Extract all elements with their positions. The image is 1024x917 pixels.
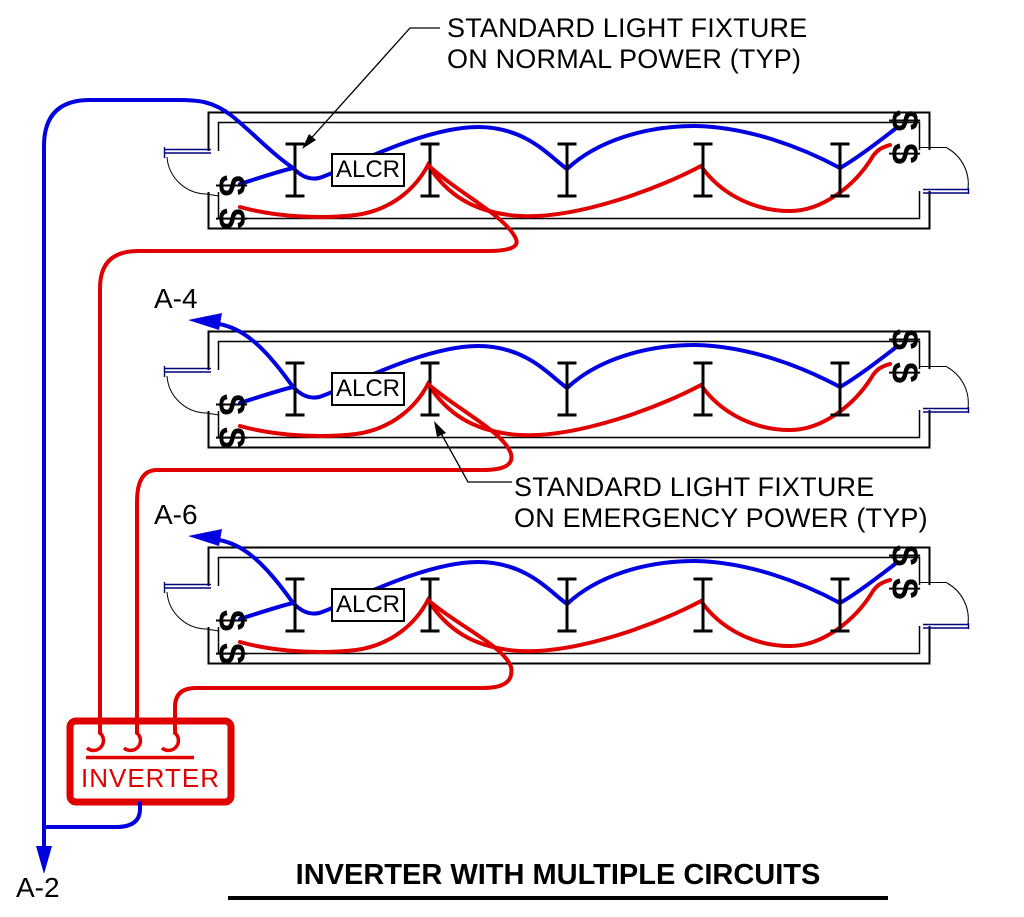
switch-symbol-row2-left: $$ [210,393,252,461]
alcr-relay-row2: ALCR [331,372,405,406]
switch-symbol-row3-left: $$ [210,609,252,677]
circuit-label-a6: A-6 [154,499,198,530]
switch-symbol-row2-right: $$ [883,328,925,396]
fixture-row-2 [162,329,971,450]
a4-arrowhead [188,313,222,330]
circuit-label-a4: A-4 [154,283,198,314]
emergency-power-callout: STANDARD LIGHT FIXTURE ON EMERGENCY POWE… [514,472,928,534]
alcr-relay-row1: ALCR [331,153,405,187]
normal-power-callout-line1: STANDARD LIGHT FIXTURE [447,13,808,43]
circuit-label-a2: A-2 [16,872,60,903]
emergency-power-callout-line1: STANDARD LIGHT FIXTURE [514,472,875,502]
switch-symbol-row1-right: $$ [883,109,925,177]
normal-power-callout-line2: ON NORMAL POWER (TYP) [447,44,802,74]
callout-leaders [305,27,512,483]
a6-arrowhead [188,529,222,546]
diagram-title: INVERTER WITH MULTIPLE CIRCUITS [228,859,888,900]
switch-symbol-row1-left: $$ [210,174,252,242]
alcr-relay-row3: ALCR [331,588,405,622]
normal-power-feed-wire [42,98,295,848]
emergency-power-callout-line2: ON EMERGENCY POWER (TYP) [514,503,928,533]
inverter-box [66,717,235,806]
emergency-feeder-wires [98,163,519,735]
a2-arrowhead [36,846,52,874]
inverter-breakers [85,731,194,760]
fixture-row-1 [162,110,971,231]
emergency-callout-arrowhead [434,421,446,437]
a4-homerun-wire [217,322,295,389]
a6-homerun-wire [217,538,295,605]
normal-callout-arrowhead [302,134,316,149]
switch-symbol-row3-right: $$ [883,544,925,612]
inverter-label: INVERTER [81,763,220,793]
normal-power-callout: STANDARD LIGHT FIXTURE ON NORMAL POWER (… [447,13,807,75]
fixture-row-3 [162,545,971,666]
